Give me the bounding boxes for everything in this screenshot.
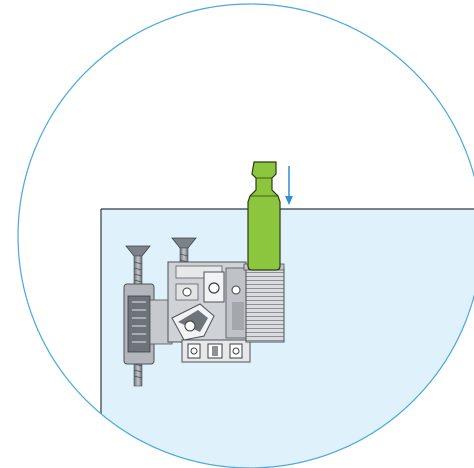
detail-circle [17,3,474,468]
insertion-plug [247,161,281,271]
hinge-base-plate [123,261,285,365]
down-arrow-icon [285,166,293,205]
